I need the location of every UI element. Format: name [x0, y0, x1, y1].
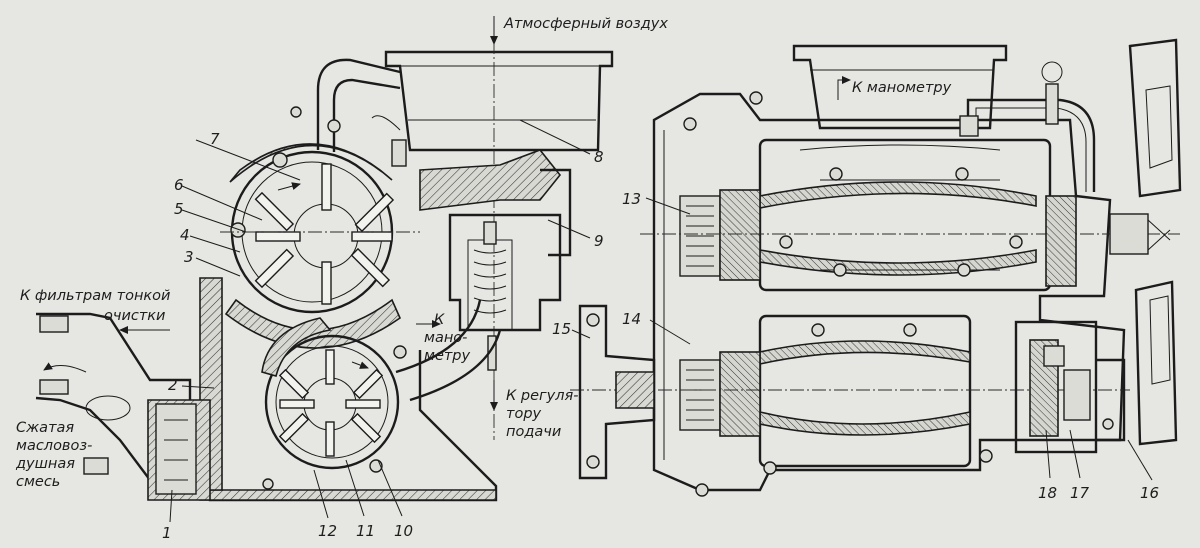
callout-3: 3	[184, 248, 194, 266]
label-regulator-line3: подачи	[506, 424, 561, 440]
label-to-filters-line1: К фильтрам тонкой	[20, 288, 170, 304]
callout-13: 13	[622, 190, 641, 208]
label-atmospheric-air: Атмосферный воздух	[503, 16, 668, 32]
callout-10: 10	[394, 522, 413, 540]
label-mano-line2: мано-	[424, 330, 467, 346]
callout-18: 18	[1038, 484, 1057, 502]
callout-7: 7	[210, 130, 220, 148]
callout-1: 1	[162, 524, 172, 542]
label-to-filters-line2: очистки	[104, 308, 165, 324]
left-section-view	[35, 16, 614, 523]
label-regulator-line2: тору	[506, 406, 542, 422]
label-mano-line1: К	[434, 312, 445, 328]
callout-numbers: 7 6 5 4 3 2 1 12 11 10 8 9 13 14 15 16 1…	[162, 130, 1159, 542]
callout-12: 12	[318, 522, 337, 540]
callout-14: 14	[622, 310, 641, 328]
upper-rotor	[254, 163, 395, 305]
callout-6: 6	[174, 176, 184, 194]
callout-11: 11	[356, 522, 375, 540]
callout-15: 15	[552, 320, 571, 338]
callout-8: 8	[594, 148, 604, 166]
label-mixture-line4: смесь	[16, 474, 60, 490]
callout-9: 9	[594, 232, 604, 250]
lower-rotor	[278, 349, 384, 457]
callout-4: 4	[180, 226, 190, 244]
callout-2: 2	[168, 376, 178, 394]
callout-5: 5	[174, 200, 184, 218]
right-longitudinal-view	[570, 38, 1182, 497]
caption-labels: Атмосферный воздух К манометру К фильтра…	[15, 16, 952, 490]
label-mixture-line1: Сжатая	[16, 420, 74, 436]
label-mixture-line3: душная	[15, 456, 75, 472]
label-mano-line3: метру	[424, 348, 471, 364]
label-regulator-line1: К регуля-	[506, 388, 578, 404]
callout-16: 16	[1140, 484, 1159, 502]
label-to-manometer-right: К манометру	[852, 80, 952, 96]
callout-17: 17	[1070, 484, 1090, 502]
label-mixture-line2: масловоз-	[16, 438, 92, 454]
